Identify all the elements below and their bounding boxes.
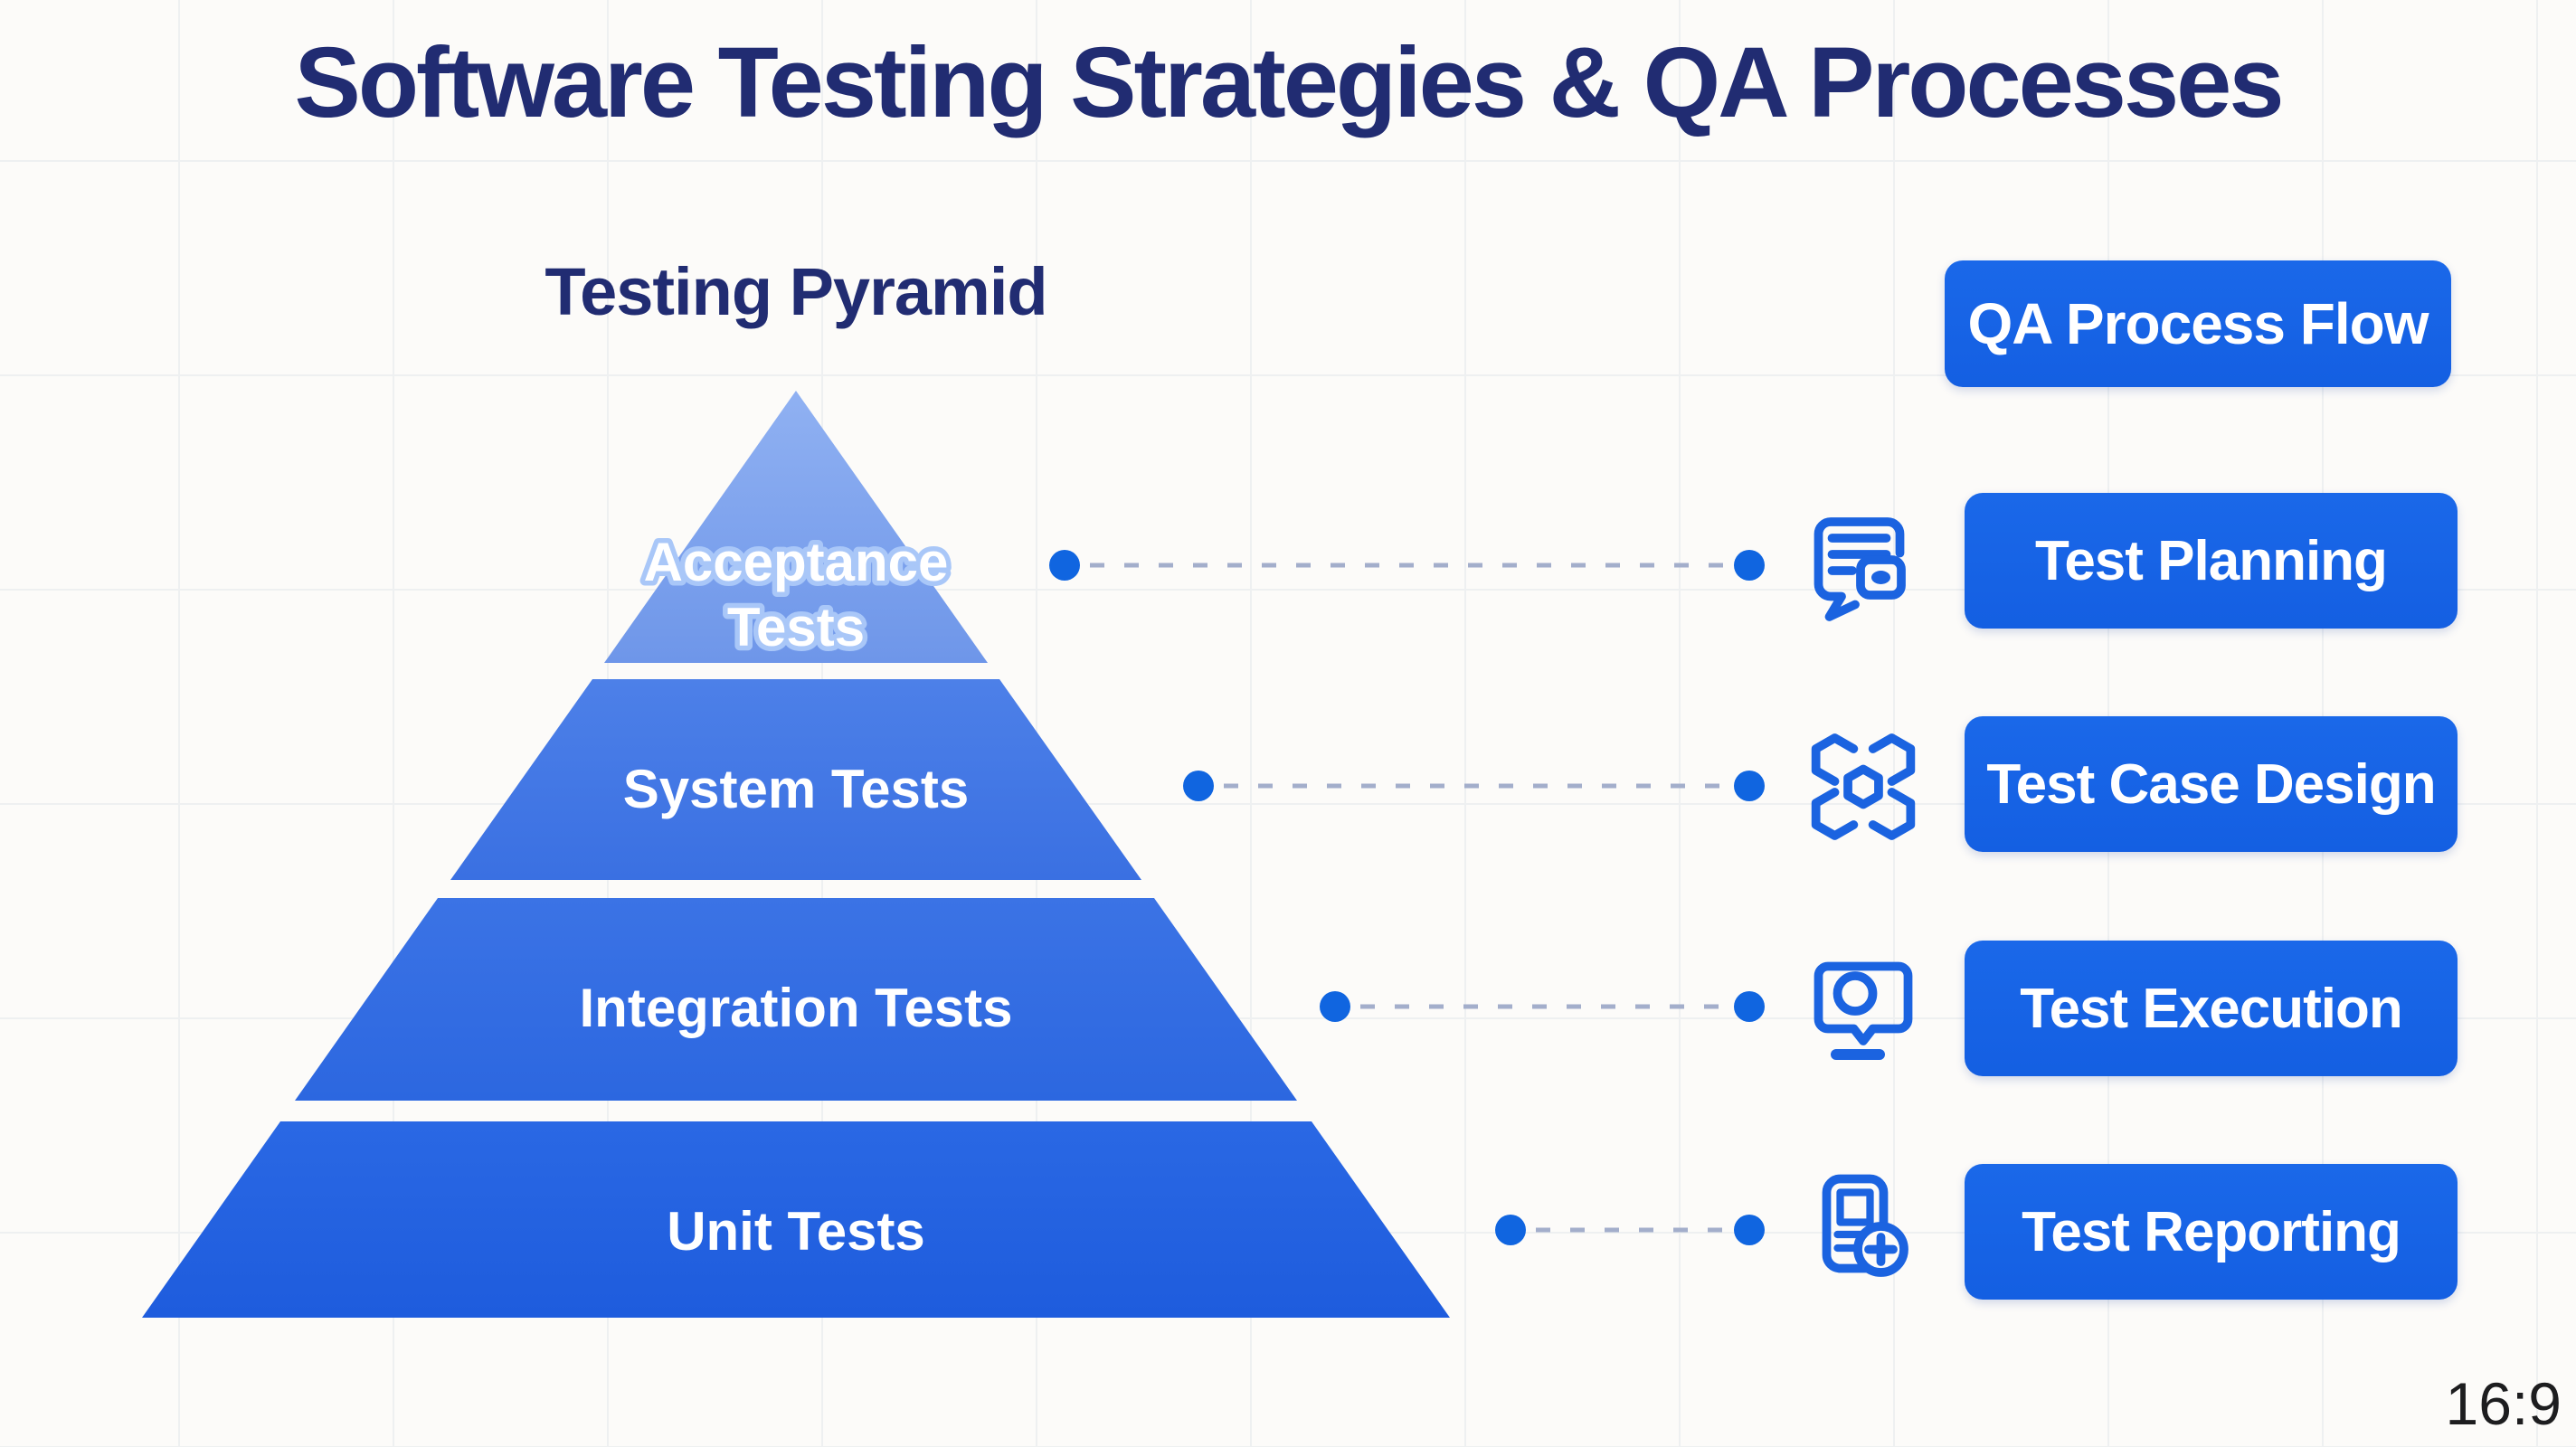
report-add-icon [1795,1167,1931,1302]
connector-dot [1183,771,1214,801]
integration-tests-label: Integration Tests [580,978,1013,1038]
monitor-record-icon [1795,943,1931,1079]
pyramid-level-acceptance-tests [604,391,988,663]
pyramid-level-unit-tests [142,1121,1450,1318]
hexagon-modules-icon [1795,719,1931,855]
flow-step-test-reporting[interactable]: Test Reporting [1965,1164,2458,1300]
acceptance-tests-label-line2: Tests [727,597,865,657]
qa-process-flow-header[interactable]: QA Process Flow [1945,260,2451,387]
page-title: Software Testing Strategies & QA Process… [294,27,2285,138]
connector-dot [1734,991,1765,1022]
acceptance-tests-label-line1: Acceptance [644,532,949,592]
system-tests-label: System Tests [623,759,969,819]
flow-step-test-case-design[interactable]: Test Case Design [1965,716,2458,852]
aspect-ratio-label: 16:9 [2445,1370,2562,1437]
flow-step-test-execution[interactable]: Test Execution [1965,941,2458,1076]
connector-dot [1734,550,1765,581]
connector-dot [1320,991,1350,1022]
pyramid-level-system-tests [450,679,1141,880]
connector-dot [1495,1215,1526,1245]
flow-step-test-planning[interactable]: Test Planning [1965,493,2458,629]
unit-tests-label: Unit Tests [667,1201,925,1262]
pyramid-level-integration-tests [295,898,1297,1101]
test-plan-notes-icon [1795,497,1931,633]
connector-dot [1734,1215,1765,1245]
connector-dot [1049,550,1080,581]
connector-dot [1734,771,1765,801]
pyramid-heading: Testing Pyramid [545,254,1047,329]
